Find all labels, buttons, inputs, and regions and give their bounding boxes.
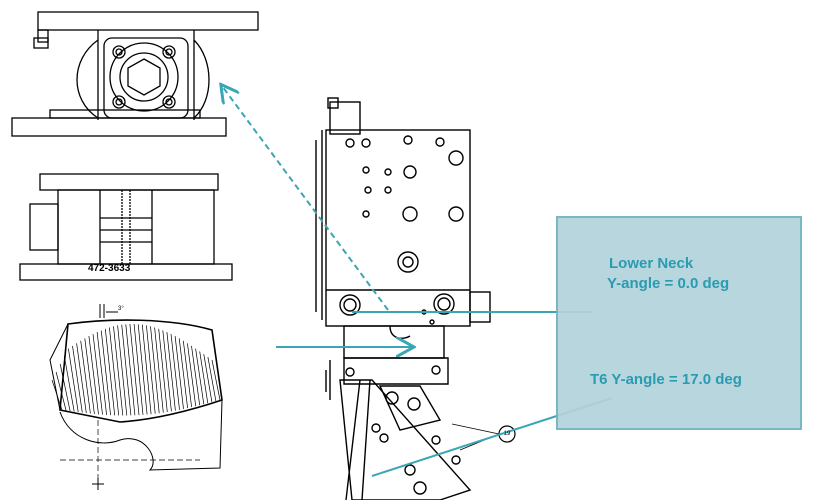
angle-callout-box — [556, 216, 802, 430]
tilt-angle-label: 3° — [118, 306, 124, 312]
load-cell-side-view — [19, 173, 233, 281]
balloon-number: 19 — [503, 431, 511, 437]
bellows-section-view — [49, 304, 223, 490]
dashed-pointer-arrow — [222, 86, 389, 311]
lower-neck-title: Lower Neck — [609, 255, 694, 272]
lower-neck-assembly — [315, 97, 491, 500]
part-number-label: 472-3633 — [88, 263, 131, 274]
load-cell-top-view — [11, 11, 259, 137]
lower-neck-angle: Y-angle = 0.0 deg — [607, 275, 730, 292]
t6-angle: T6 Y-angle = 17.0 deg — [590, 371, 742, 388]
